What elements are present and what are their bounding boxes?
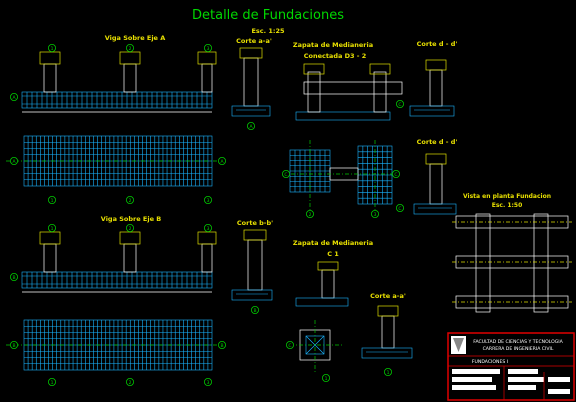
axis-marker-circle [395,203,404,212]
axis-marker-label: 1 [51,380,54,386]
axis-marker-circle [9,156,18,165]
axis-marker-label: 3 [207,46,210,52]
section-corte-bb [231,229,273,301]
axis-marker-label: 2 [129,226,132,232]
axis-marker-circle [203,44,212,53]
section-corte-dd-mid [413,153,457,215]
axis-marker-circle [9,93,18,102]
axis-marker-circle [126,195,135,204]
axis-marker-circle [281,169,290,178]
zapata-c1-elevation [295,261,349,307]
axis-marker-circle [305,209,314,218]
zapata-c1-plan [290,320,344,372]
axis-marker-label: C [284,172,287,178]
axis-marker-label: C [394,172,397,178]
axis-marker-label: B [12,343,15,349]
axis-marker-label: 1 [51,46,54,52]
axis-marker-label: B [220,343,223,349]
section-corte-aa-bottom [361,305,413,359]
axis-marker-circle [48,223,57,232]
viga-b-elevation [21,231,217,293]
axis-marker-circle [203,195,212,204]
axis-marker-label: 3 [207,380,210,386]
label-corte-aa-top: Corte a-a' [236,37,272,45]
drawing-scale: Esc. 1:25 [251,27,285,35]
axis-marker-circle [48,377,57,386]
section-corte-dd-top [409,59,455,117]
axis-marker-circle [48,195,57,204]
label-zapata-c1: Zapata de Medianeria [293,239,373,247]
axis-marker-label: 1 [51,226,54,232]
title-block-line1: FACULTAD DE CIENCIAS Y TECNOLOGIA [473,339,563,345]
axis-marker-label: 1 [387,370,390,376]
axis-marker-label: A [12,95,16,101]
axis-marker-circle [126,377,135,386]
axis-marker-label: 2 [129,198,132,204]
axis-marker-label: 1 [51,198,54,204]
zapata-conectada-plan [282,140,400,212]
axis-marker-label: C [398,206,401,212]
viga-a-plan [6,135,226,187]
axis-marker-circle [250,305,259,314]
axis-marker-circle [48,44,57,53]
label-corte-dd-mid: Corte d - d' [417,138,458,146]
section-corte-aa-top [231,47,271,117]
title-block-line2: CARRERA DE INGENIERIA CIVIL [483,346,554,352]
axis-marker-circle [246,122,255,131]
axis-marker-label: B [253,308,256,314]
axis-marker-circle [9,340,18,349]
label-viga-a: Viga Sobre Eje A [105,34,166,42]
axis-marker-label: B [12,275,15,281]
viga-a-elevation [21,51,217,113]
axis-marker-label: 2 [309,212,312,218]
axis-marker-circle [9,272,18,281]
axis-marker-label: 3 [374,212,377,218]
axis-marker-circle [370,209,379,218]
axis-marker-circle [285,340,294,349]
label-viga-b: Viga Sobre Eje B [101,215,161,223]
axis-marker-circle [391,169,400,178]
axis-marker-label: 2 [129,380,132,386]
label-vista-scale: Esc. 1:50 [492,202,523,209]
axis-marker-circle [217,156,226,165]
axis-marker-circle [126,223,135,232]
axis-marker-circle [203,377,212,386]
label-zapata-c3: Zapata de Medianeria [293,41,373,49]
label-zapata-c3-sub: Conectada D3 - 2 [304,52,367,60]
label-corte-bb: Corte b-b' [237,219,273,227]
axis-marker-label: 3 [207,226,210,232]
axis-marker-label: A [249,124,253,130]
axis-marker-label: 3 [207,198,210,204]
axis-marker-label: 2 [129,46,132,52]
title-block-sheet: FUNDACIONES I [472,359,508,365]
axis-marker-label: C [398,102,401,108]
axis-marker-label: A [12,159,16,165]
zapata-conectada-elevation [295,63,403,121]
axis-marker-circle [203,223,212,232]
label-vista-planta: Vista en planta Fundacion [463,193,551,200]
axis-marker-label: A [220,159,224,165]
vista-planta-fundacion [452,213,572,313]
axis-marker-circle [321,373,330,382]
viga-b-plan [6,319,226,371]
axis-marker-circle [217,340,226,349]
axis-marker-label: 1 [325,376,328,382]
axis-marker-circle [395,100,404,109]
axis-marker-circle [383,367,392,376]
label-corte-dd-top: Corte d - d' [417,40,458,48]
axis-marker-label: C [288,343,291,349]
drawing-title: Detalle de Fundaciones [192,8,344,23]
label-zapata-c1-sub: C 1 [327,250,339,258]
title-block: FACULTAD DE CIENCIAS Y TECNOLOGIA CARRER… [447,332,575,401]
axis-marker-circle [126,44,135,53]
label-corte-aa-bottom: Corte a-a' [370,292,406,300]
